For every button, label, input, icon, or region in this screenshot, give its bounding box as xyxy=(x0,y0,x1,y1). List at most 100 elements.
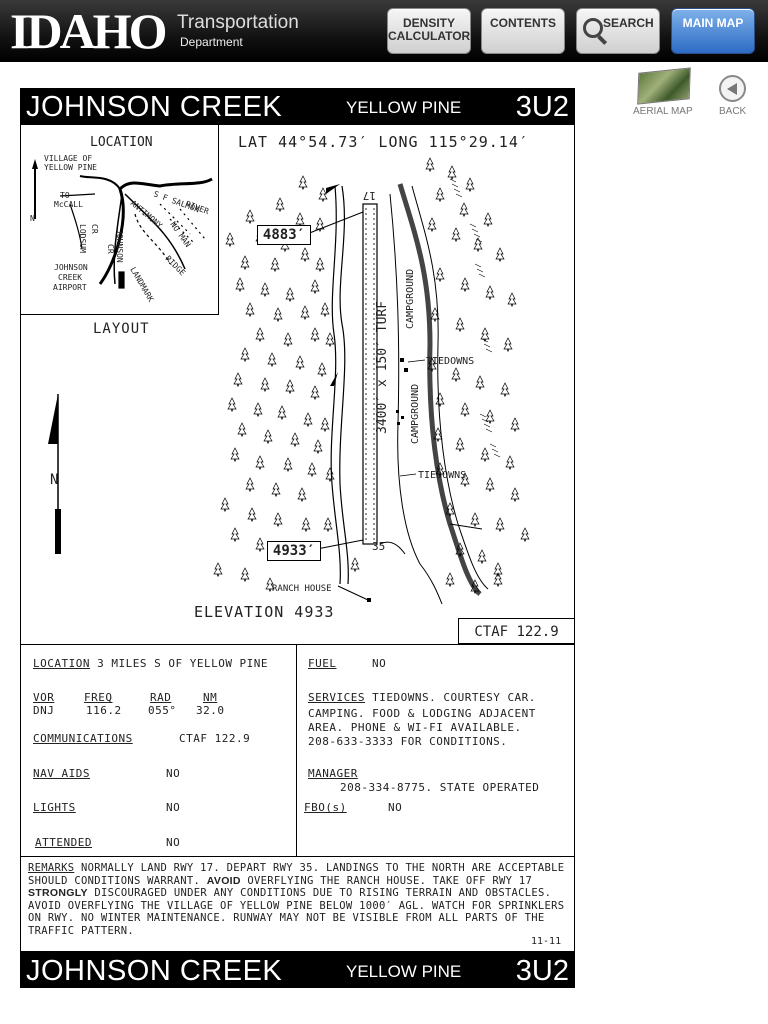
loc-johnson: JOHNSON xyxy=(115,229,124,263)
ranch-house-label: RANCH HOUSE xyxy=(272,584,332,594)
tree-symbol xyxy=(245,209,255,224)
tree-symbol xyxy=(320,302,330,317)
location-inset-drawing xyxy=(34,164,213,289)
tree-symbol xyxy=(320,417,330,432)
windsock-north xyxy=(326,184,340,194)
lat-long: LAT 44°54.73′ LONG 115°29.14′ xyxy=(238,133,529,151)
tree-symbol xyxy=(283,457,293,472)
loc-north: N xyxy=(30,214,35,223)
info-top-rule xyxy=(20,644,575,645)
airport-title-bar: JOHNSON CREEK YELLOW PINE 3U2 xyxy=(20,88,575,124)
remarks-label: REMARKS xyxy=(28,862,75,874)
tree-symbol xyxy=(297,487,307,502)
contents-label: CONTENTS xyxy=(490,16,556,30)
aerial-map-label[interactable]: AERIAL MAP xyxy=(633,106,693,117)
loc-cr2: CR xyxy=(106,244,115,254)
tree-symbol xyxy=(263,429,273,444)
tree-symbol xyxy=(435,187,445,202)
remarks-part-3: DISCOURAGED UNDER ANY CONDITIONS DUE TO … xyxy=(28,887,565,937)
tree-symbol xyxy=(433,427,443,442)
tree-symbol xyxy=(460,472,470,487)
campground-label-1: CAMPGROUND xyxy=(405,269,416,329)
tree-symbol xyxy=(310,279,320,294)
back-arrow-icon[interactable] xyxy=(719,75,746,102)
tree-symbol xyxy=(237,422,247,437)
tree-symbol xyxy=(310,327,320,342)
date-code: 11-11 xyxy=(531,936,562,947)
main-map-button[interactable]: MAIN MAP xyxy=(671,8,755,54)
tree-symbol xyxy=(273,512,283,527)
fuel-value: NO xyxy=(372,657,387,670)
sf-salmon-river xyxy=(98,177,213,285)
loc-jc3: AIRPORT xyxy=(53,283,87,292)
remarks-part-1: NORMALLY LAND RWY 17. DEPART RWY 35. LAN… xyxy=(28,862,565,887)
tree-symbol xyxy=(255,455,265,470)
leader-4933 xyxy=(316,539,364,550)
tree-symbol xyxy=(240,347,250,362)
tree-symbol xyxy=(298,175,308,190)
location-map xyxy=(20,124,219,315)
north-arrow: N xyxy=(48,394,61,554)
tree-symbol xyxy=(325,332,335,347)
tree-symbol xyxy=(310,385,320,400)
location-row: LOCATION 3 MILES S OF YELLOW PINE xyxy=(33,657,268,670)
dept-subtitle: Department xyxy=(180,35,243,49)
loc-antimony: ANTIMONY xyxy=(129,199,164,231)
loc-village2: YELLOW PINE xyxy=(44,163,97,172)
tree-symbol xyxy=(485,285,495,300)
tree-symbol xyxy=(483,212,493,227)
road-yellow-pine xyxy=(79,175,121,190)
loc-jc2: CREEK xyxy=(58,273,82,282)
nav-aids-value: NO xyxy=(166,767,181,780)
tree-symbol xyxy=(245,302,255,317)
tree-symbol xyxy=(230,527,240,542)
vor-header: VOR xyxy=(33,691,55,704)
loc-lodsum: LODSUM xyxy=(78,224,87,253)
creek-lines xyxy=(330,185,349,585)
airport-id: 3U2 xyxy=(515,91,569,123)
tree-symbol xyxy=(460,402,470,417)
tree-symbol xyxy=(455,542,465,557)
tree-symbol xyxy=(473,237,483,252)
aerial-map-button[interactable] xyxy=(637,67,691,105)
tree-symbol xyxy=(455,317,465,332)
ctaf-box: CTAF 122.9 xyxy=(458,618,575,644)
layout-title: LAYOUT xyxy=(93,321,150,337)
remarks-strongly: STRONGLY xyxy=(28,887,88,899)
tree-symbol xyxy=(485,409,495,424)
back-label[interactable]: BACK xyxy=(719,106,747,117)
tree-symbol xyxy=(465,177,475,192)
tree-symbol xyxy=(285,287,295,302)
tree-symbol xyxy=(507,292,517,307)
airport-diagram: VILLAGE OF YELLOW PINE TO McCALL S F SAL… xyxy=(30,154,530,605)
location-label: LOCATION xyxy=(33,657,90,670)
tree-symbol xyxy=(325,467,335,482)
tree-symbol xyxy=(445,572,455,587)
terrain-hatching xyxy=(449,178,501,458)
tree-symbol xyxy=(213,562,223,577)
search-button[interactable]: SEARCH xyxy=(576,8,660,54)
communications-label: COMMUNICATIONS xyxy=(33,732,133,745)
tree-symbol xyxy=(220,497,230,512)
attended-label: ATTENDED xyxy=(35,836,92,849)
inset-airport-mark xyxy=(118,271,125,289)
rwy-17-label: 17 xyxy=(363,189,376,202)
tree-symbol xyxy=(303,412,313,427)
rad-header: RAD xyxy=(150,691,172,704)
tree-symbol xyxy=(301,517,311,532)
tree-symbol xyxy=(253,402,263,417)
tree-symbol xyxy=(475,375,485,390)
freq-value: 116.2 xyxy=(86,704,122,717)
chart-frame xyxy=(20,124,575,952)
rad-value: 055° xyxy=(148,704,177,717)
footer-airport-name: JOHNSON CREEK xyxy=(26,955,283,987)
contents-button[interactable]: CONTENTS xyxy=(481,8,565,54)
tiedown-marks xyxy=(396,358,408,425)
density-calculator-button[interactable]: DENSITY CALCULATOR xyxy=(387,8,471,54)
tree-symbol xyxy=(503,337,513,352)
tree-symbol xyxy=(435,267,445,282)
tree-symbol xyxy=(459,202,469,217)
leader-ranch xyxy=(337,585,369,601)
manager-label: MANAGER xyxy=(308,767,358,780)
footer-airport-id: 3U2 xyxy=(515,955,569,987)
